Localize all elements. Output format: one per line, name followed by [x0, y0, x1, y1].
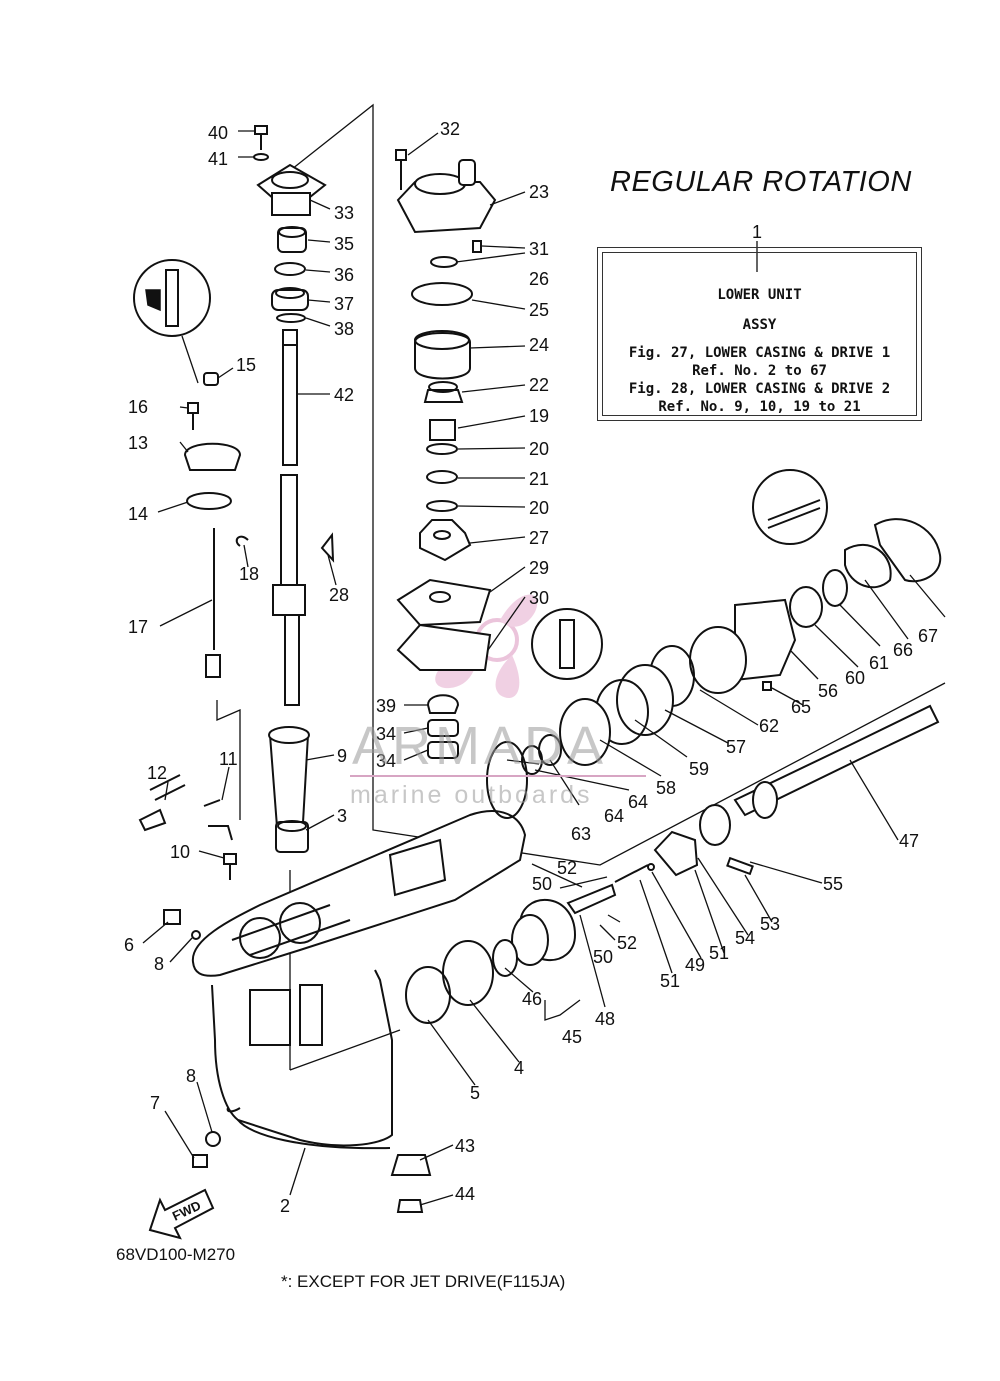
callout-34b: 34 [376, 751, 396, 771]
callout-53: 53 [760, 914, 780, 934]
callout-45: 45 [562, 1027, 582, 1047]
callout-48: 48 [595, 1009, 615, 1029]
callout-63: 63 [571, 824, 591, 844]
callout-50a: 50 [532, 874, 552, 894]
callout-44: 44 [455, 1184, 475, 1204]
callout-22: 22 [529, 375, 549, 395]
callout-59: 59 [689, 759, 709, 779]
callout-50b: 50 [593, 947, 613, 967]
callout-32: 32 [440, 119, 460, 139]
callout-18: 18 [239, 564, 259, 584]
callout-26: 26 [529, 269, 549, 289]
callout-15: 15 [236, 355, 256, 375]
callout-52a: 52 [557, 858, 577, 878]
watermark-brand: ARMADA [352, 716, 608, 776]
assembly-line-5: Fig. 28, LOWER CASING & DRIVE 2 [628, 381, 891, 397]
callout-30: 30 [529, 588, 549, 608]
callout-52b: 52 [617, 933, 637, 953]
callout-34a: 34 [376, 724, 396, 744]
callout-11: 11 [219, 749, 238, 769]
lower-casing [191, 810, 527, 1150]
callout-49: 49 [685, 955, 705, 975]
callout-65: 65 [791, 697, 811, 717]
callout-36: 36 [334, 265, 354, 285]
callout-4: 4 [514, 1058, 524, 1078]
callout-31: 31 [529, 239, 549, 259]
callout-25: 25 [529, 300, 549, 320]
callout-17: 17 [128, 617, 148, 637]
callout-numbers: 40 41 33 35 36 37 38 42 15 16 13 14 17 1… [124, 119, 938, 1216]
callout-21: 21 [529, 469, 549, 489]
callout-39: 39 [376, 696, 396, 716]
callout-3: 3 [337, 806, 347, 826]
shift-rod-stack [133, 259, 335, 678]
callout-6: 6 [124, 935, 134, 955]
assembly-line-1: LOWER UNIT [717, 287, 802, 303]
propeller-shaft-assembly [390, 469, 942, 1213]
callout-2: 2 [280, 1196, 290, 1216]
callout-14: 14 [128, 504, 148, 524]
callout-35: 35 [334, 234, 354, 254]
callout-8a: 8 [154, 954, 164, 974]
water-pump-stack [395, 149, 603, 759]
callout-57: 57 [726, 737, 746, 757]
callout-58: 58 [656, 778, 676, 798]
diagram-title: REGULAR ROTATION [610, 166, 912, 198]
callout-24: 24 [529, 335, 549, 355]
callout-16: 16 [128, 397, 148, 417]
callout-54: 54 [735, 928, 755, 948]
callout-12: 12 [147, 763, 167, 783]
callout-10: 10 [170, 842, 190, 862]
callout-37: 37 [334, 294, 354, 314]
watermark-underline [350, 775, 646, 777]
callout-64b: 64 [628, 792, 648, 812]
callout-47: 47 [899, 831, 919, 851]
callout-27: 27 [529, 528, 549, 548]
fasteners [138, 774, 237, 1168]
callout-40: 40 [208, 123, 228, 143]
callout-20a: 20 [529, 439, 549, 459]
callout-41: 41 [208, 149, 228, 169]
callout-20b: 20 [529, 498, 549, 518]
callout-61: 61 [869, 653, 889, 673]
callout-7: 7 [150, 1093, 160, 1113]
callout-5: 5 [470, 1083, 480, 1103]
callout-28: 28 [329, 585, 349, 605]
assembly-line-4: Ref. No. 2 to 67 [692, 363, 827, 379]
callout-29: 29 [529, 558, 549, 578]
callout-51b: 51 [660, 971, 680, 991]
callout-23: 23 [529, 182, 549, 202]
assembly-line-6: Ref. No. 9, 10, 19 to 21 [658, 399, 861, 415]
callout-13: 13 [128, 433, 148, 453]
callout-9: 9 [337, 746, 347, 766]
callout-62: 62 [759, 716, 779, 736]
callout-1: 1 [752, 222, 762, 242]
callout-46: 46 [522, 989, 542, 1009]
assembly-reference-box: LOWER UNIT ASSY Fig. 27, LOWER CASING & … [597, 247, 922, 421]
callout-leaders [142, 130, 946, 1206]
callout-66: 66 [893, 640, 913, 660]
drawing-code: 68VD100-M270 [116, 1245, 236, 1264]
fwd-arrow-icon: FWD [148, 1188, 215, 1240]
footnote: *: EXCEPT FOR JET DRIVE(F115JA) [281, 1272, 566, 1291]
drive-shaft-stack [253, 125, 327, 853]
assembly-line-3: Fig. 27, LOWER CASING & DRIVE 1 [628, 345, 891, 361]
callout-55: 55 [823, 874, 843, 894]
callout-64a: 64 [604, 806, 624, 826]
callout-56: 56 [818, 681, 838, 701]
callout-51a: 51 [709, 943, 729, 963]
callout-19: 19 [529, 406, 549, 426]
callout-42: 42 [334, 385, 354, 405]
callout-8b: 8 [186, 1066, 196, 1086]
callout-43: 43 [455, 1136, 475, 1156]
callout-60: 60 [845, 668, 865, 688]
callout-67: 67 [918, 626, 938, 646]
callout-38: 38 [334, 319, 354, 339]
assembly-line-2: ASSY [742, 317, 777, 333]
watermark-tagline: marine outboards [350, 781, 593, 809]
callout-33: 33 [334, 203, 354, 223]
